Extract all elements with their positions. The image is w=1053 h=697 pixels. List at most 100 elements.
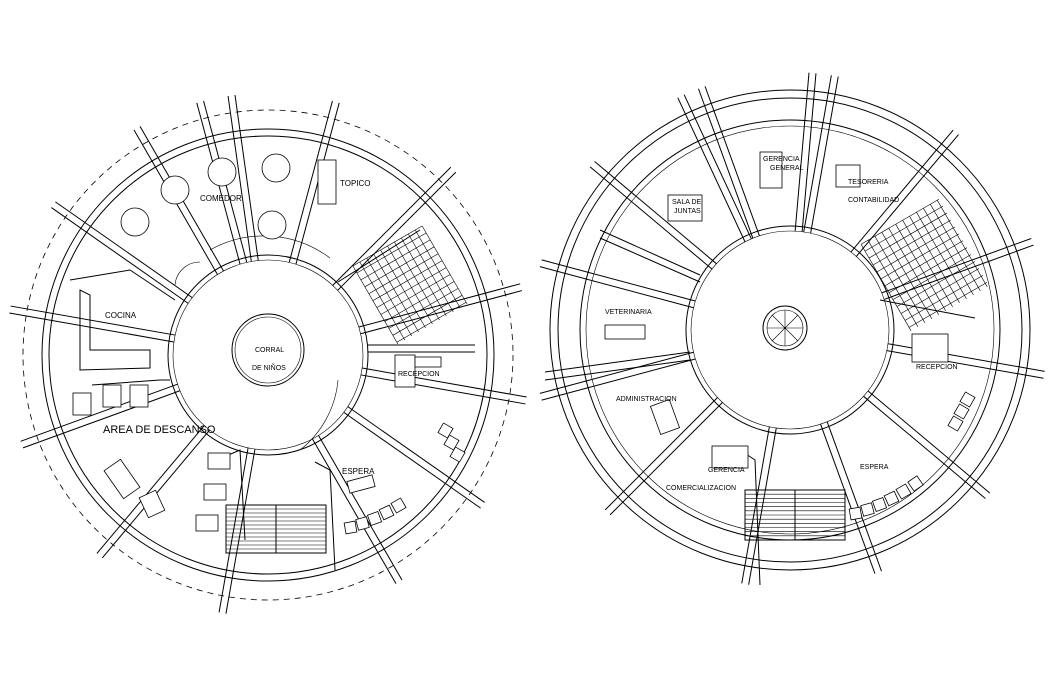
- radial-wall-edge: [794, 72, 810, 232]
- reception-desk: [394, 354, 416, 388]
- central-column: [762, 305, 808, 351]
- radial-wall-edge: [589, 166, 713, 270]
- radial-wall-edge: [810, 76, 839, 234]
- radial-wall-edge: [855, 134, 959, 257]
- bed: [138, 489, 166, 519]
- desk: [604, 324, 646, 340]
- meeting-table: [667, 194, 703, 222]
- tile-line: [896, 261, 976, 307]
- corral-circle-inner: [234, 316, 302, 384]
- radial-wall-edge: [55, 201, 193, 299]
- radial-wall-edge: [826, 421, 882, 572]
- rest-area-beds: [72, 384, 231, 532]
- right-ring-wall-face: [585, 125, 995, 535]
- right-radial-walls: [539, 72, 1045, 585]
- tile-line: [376, 267, 447, 308]
- waiting-seat: [883, 490, 900, 507]
- waiting-seat: [437, 422, 454, 439]
- left-waiting-seats: [343, 422, 466, 535]
- label-corral-line1: CORRAL: [255, 347, 284, 354]
- left-partition-walls: [69, 229, 475, 571]
- tile-line: [414, 229, 461, 309]
- desk: [711, 445, 749, 469]
- tile-line: [860, 198, 940, 245]
- label-comercial-line1: GERENCIA: [708, 467, 745, 474]
- radial-wall-edge: [863, 395, 986, 499]
- radial-wall-edge: [288, 100, 333, 263]
- waiting-seat: [848, 506, 863, 521]
- label-administracion: ADMINISTRACION: [616, 396, 677, 403]
- left-outer-wall-inner-face: [48, 135, 488, 575]
- radial-wall-edge: [539, 266, 694, 309]
- tile-line: [936, 200, 988, 287]
- radial-wall-edge: [343, 411, 481, 509]
- radial-wall-edge: [698, 88, 754, 239]
- waiting-bench: [346, 474, 376, 494]
- radial-wall-edge: [820, 424, 876, 574]
- label-sala-line2: JUNTAS: [674, 208, 701, 215]
- label-comedor: COMEDOR: [200, 194, 242, 203]
- tile-line: [401, 237, 447, 317]
- tile-line: [930, 204, 981, 291]
- bed: [103, 458, 141, 500]
- tile-line: [872, 219, 952, 266]
- waiting-seat: [378, 504, 395, 521]
- radial-wall-edge: [347, 406, 485, 503]
- tile-line: [364, 246, 435, 288]
- label-sala-line1: SALA DE: [672, 199, 702, 206]
- tile-line: [380, 274, 451, 315]
- waiting-seat: [366, 510, 383, 527]
- right-outer-wall-inner-face: [557, 97, 1023, 563]
- tile-line: [888, 228, 940, 315]
- waiting-seat: [860, 502, 875, 517]
- right-inner-circle-face: [690, 230, 890, 430]
- radial-wall-edge: [362, 367, 527, 398]
- dining-table: [120, 207, 150, 237]
- radial-wall-edge: [318, 435, 403, 581]
- dining-table: [261, 153, 291, 183]
- kitchen-counter: [79, 289, 151, 371]
- label-area-descanso: AREA DE DESCANSO: [103, 424, 216, 436]
- left-radial-walls: [9, 94, 527, 614]
- tile-line: [868, 212, 948, 259]
- tile-line: [360, 239, 431, 281]
- label-cocina: COCINA: [105, 311, 137, 320]
- tile-line: [904, 275, 984, 321]
- radial-wall-edge: [227, 95, 252, 262]
- right-outer-wall: [549, 89, 1031, 571]
- bed: [195, 514, 219, 532]
- radial-wall-edge: [22, 390, 181, 449]
- reception-counter: [414, 356, 442, 368]
- radial-wall-edge: [360, 374, 526, 405]
- left-dashed-outer-circle: [22, 109, 514, 601]
- label-tesoreria: TESORERIA: [848, 179, 889, 186]
- radial-wall-edge: [332, 166, 452, 286]
- desk: [835, 164, 861, 188]
- tile-line: [867, 240, 919, 327]
- tile-line: [396, 301, 467, 343]
- radial-wall-edge: [295, 102, 340, 265]
- left-bathroom-tile-grid: [352, 225, 468, 345]
- tile-line: [895, 224, 946, 311]
- waiting-seat: [895, 483, 912, 500]
- tile-line: [876, 226, 956, 273]
- tile-line: [394, 241, 440, 321]
- label-corral-line2: DE NIÑOS: [252, 363, 286, 372]
- reception-desk: [911, 333, 949, 363]
- tile-line: [388, 288, 459, 329]
- radial-wall-edge: [541, 259, 696, 302]
- waiting-seat: [871, 496, 888, 513]
- tile-line: [900, 268, 980, 314]
- label-recepcion: RECEPCION: [916, 364, 958, 371]
- waiting-seat: [947, 415, 964, 432]
- label-recepcion: RECEPCION: [398, 371, 440, 378]
- waiting-seat: [959, 391, 976, 408]
- tile-line: [909, 216, 960, 303]
- tile-line: [392, 295, 463, 336]
- dining-tables: [120, 153, 291, 240]
- label-espera: ESPERA: [860, 464, 889, 471]
- waiting-seat: [953, 403, 970, 420]
- radial-wall-edge: [683, 94, 752, 240]
- tile-line: [366, 257, 412, 337]
- tile-line: [888, 247, 968, 293]
